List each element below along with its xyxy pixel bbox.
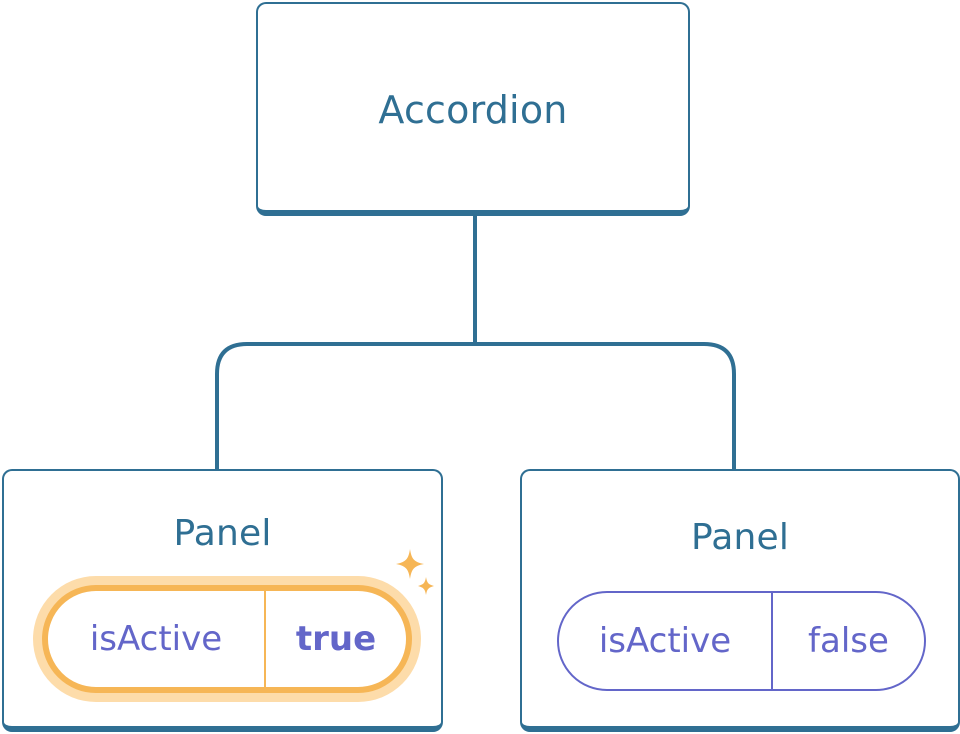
sparkle-icon [396,549,434,595]
panel-label: Panel [690,517,790,558]
accordion-node: Accordion [256,2,690,216]
connector-root-to-panels [215,214,736,472]
state-value: false [808,621,889,661]
panel-node-active: Panel isActive true [2,469,443,732]
state-key: isActive [559,593,773,689]
panel-node-inactive: Panel isActive false [520,469,960,732]
state-value: true [295,619,377,659]
state-pill: isActive false [557,591,926,691]
accordion-label: Accordion [378,88,568,132]
state-pill-highlighted: isActive true [33,576,421,702]
state-key: isActive [48,591,266,687]
panel-label: Panel [173,513,272,554]
state-pill-inner: isActive true [42,585,412,693]
